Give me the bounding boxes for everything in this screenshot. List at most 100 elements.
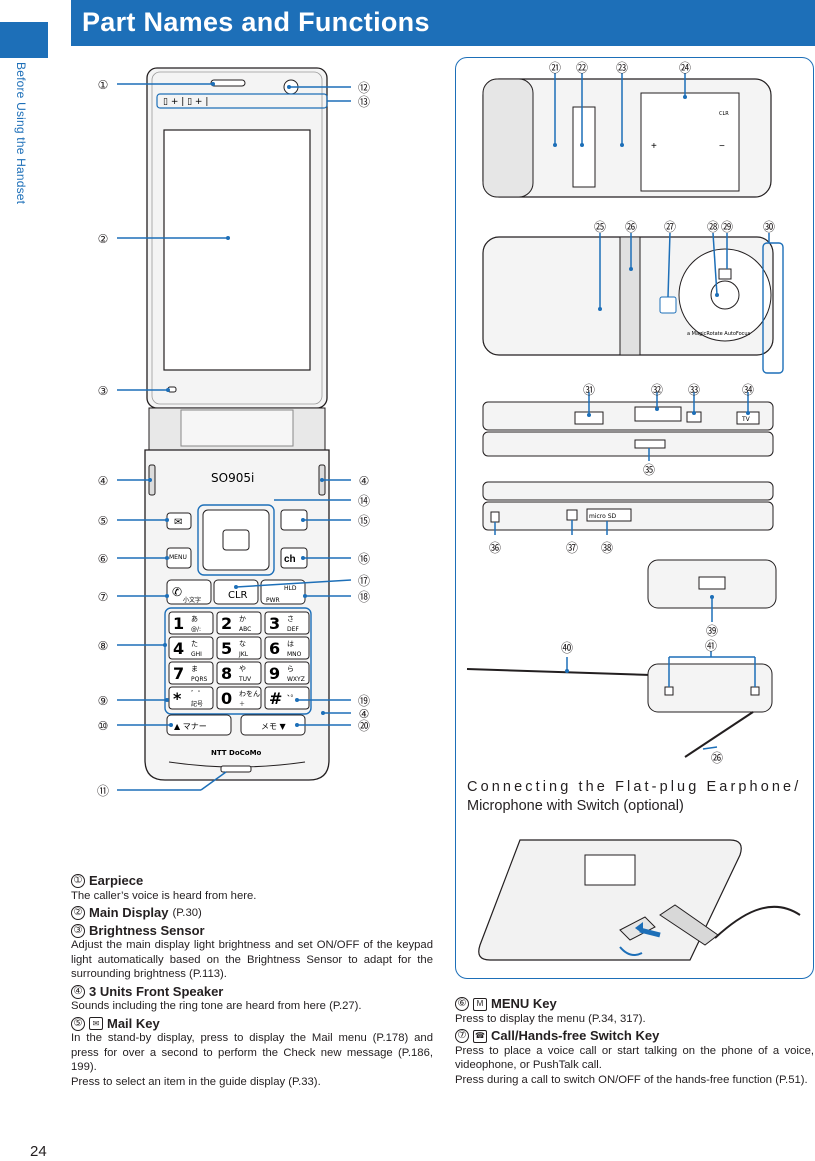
svg-text:⑧: ⑧ (98, 639, 109, 653)
desc-mail-key: ⑤✉Mail Key In the stand-by display, pres… (71, 1016, 433, 1090)
callout-number: ⑯ (358, 552, 370, 566)
svg-text:㉞: ㉞ (742, 383, 754, 397)
left-leaders (117, 82, 230, 791)
memo-key-label: メモ ▼ (261, 722, 287, 731)
callout-number: ⑤ (98, 514, 109, 528)
callout-number: ⑱ (358, 590, 370, 604)
svg-text:㊶: ㊶ (705, 639, 717, 653)
callout-number: ㉛ (583, 383, 595, 397)
key-kana: は (287, 640, 294, 648)
svg-text:✆: ✆ (172, 585, 182, 599)
phone-front-figure: ▯ + | ▯ + | SO905i ✉ MENU ch ✆ 小文字 CLR H… (97, 67, 370, 798)
side-views-panel (455, 57, 814, 979)
svg-text:㉕: ㉕ (594, 220, 606, 234)
connecting-title: Connecting the Flat-plug Earphone/ Micro… (467, 778, 812, 816)
key-digit: 8 (221, 664, 232, 683)
key-letters: JKL (238, 651, 249, 658)
callout-number: ② (98, 232, 109, 246)
key-letters: ＋ (239, 701, 245, 708)
svg-text:㉟: ㉟ (643, 463, 655, 477)
svg-text:④: ④ (359, 474, 370, 488)
key-kana: 、。 (287, 690, 298, 698)
tv-label: TV (741, 416, 751, 423)
item-name: Call/Hands-free Switch Key (491, 1028, 660, 1043)
item-text: Press to place a voice call or start tal… (455, 1044, 814, 1072)
item-number: ④ (71, 984, 85, 999)
desc-call-key: ⑦☎Call/Hands-free Switch Key Press to pl… (455, 1028, 814, 1087)
callout-number: ⑪ (97, 784, 109, 798)
svg-text:④: ④ (359, 707, 370, 721)
callout-number: ㉞ (742, 383, 754, 397)
callout-number: ㊱ (489, 541, 501, 555)
key-letters: @/: (191, 626, 201, 633)
svg-text:ch: ch (284, 554, 296, 565)
callout-number: ⑦ (98, 590, 109, 604)
key-letters: TUV (238, 676, 252, 683)
item-text-2: Press to select an item in the guide dis… (71, 1075, 321, 1088)
key-letters: ABC (239, 626, 251, 633)
svg-text:②: ② (98, 232, 109, 246)
side-section-tab (0, 22, 48, 58)
item-text: Adjust the main display light brightness… (71, 939, 433, 980)
key-digit: 7 (173, 664, 184, 683)
svg-text:㉗: ㉗ (664, 220, 676, 234)
item-text: Press to display the menu (P.34, 317). (455, 1012, 646, 1025)
callout-number: ㉔ (679, 61, 691, 75)
svg-text:㉓: ㉓ (616, 61, 628, 75)
callout-number: ㉓ (616, 61, 628, 75)
svg-text:㉑: ㉑ (549, 61, 561, 75)
keypad-key: #、。 (264, 686, 310, 710)
item-name: Main Display (89, 905, 169, 920)
key-kana: ま (191, 665, 198, 673)
svg-text:㊱: ㊱ (489, 541, 501, 555)
svg-text:㊲: ㊲ (566, 541, 578, 555)
svg-text:⑫: ⑫ (358, 81, 370, 95)
rear-clr-label: CLR (719, 111, 729, 117)
item-text: The caller’s voice is heard from here. (71, 889, 257, 902)
callout-number: ㉜ (651, 383, 663, 397)
key-kana: や (239, 665, 246, 673)
svg-text:⑬: ⑬ (358, 95, 370, 109)
key-digit: 5 (221, 639, 232, 658)
key-kana: さ (287, 615, 294, 623)
keypad-key: *゛゜記号 (168, 686, 214, 710)
svg-text:⑰: ⑰ (358, 574, 370, 588)
item-text-2: Press during a call to switch ON/OFF of … (455, 1073, 808, 1086)
callout-number: ⑮ (358, 514, 370, 528)
key-kana: あ (191, 615, 198, 623)
callout-number: ㊶ (705, 639, 717, 653)
item-name: Brightness Sensor (89, 922, 205, 938)
svg-text:㊴: ㊴ (706, 624, 718, 638)
call-key-sub: 小文字 (183, 596, 201, 604)
callout-number: ㉕ (594, 220, 606, 234)
callout-number: ③ (98, 384, 109, 398)
svg-text:▯ + | ▯ + |: ▯ + | ▯ + | (163, 97, 208, 107)
svg-text:−: − (719, 141, 725, 152)
item-number: ⑤ (71, 1016, 85, 1031)
callout-number: ㉒ (576, 61, 588, 75)
svg-text:㉚: ㉚ (763, 220, 775, 234)
svg-text:㊵: ㊵ (561, 641, 573, 655)
svg-text:⑳: ⑳ (358, 719, 370, 733)
svg-text:⑥: ⑥ (98, 552, 109, 566)
svg-text:✉: ✉ (174, 517, 182, 528)
key-digit: 0 (221, 689, 232, 708)
key-digit: 2 (221, 614, 232, 633)
svg-text:㉖: ㉖ (711, 751, 723, 765)
callout-number: ⑭ (358, 494, 370, 508)
call-key-icon: ☎ (473, 1029, 487, 1043)
right-leaders (156, 85, 352, 727)
key-kana: た (191, 640, 198, 648)
callout-number: ⑥ (98, 552, 109, 566)
